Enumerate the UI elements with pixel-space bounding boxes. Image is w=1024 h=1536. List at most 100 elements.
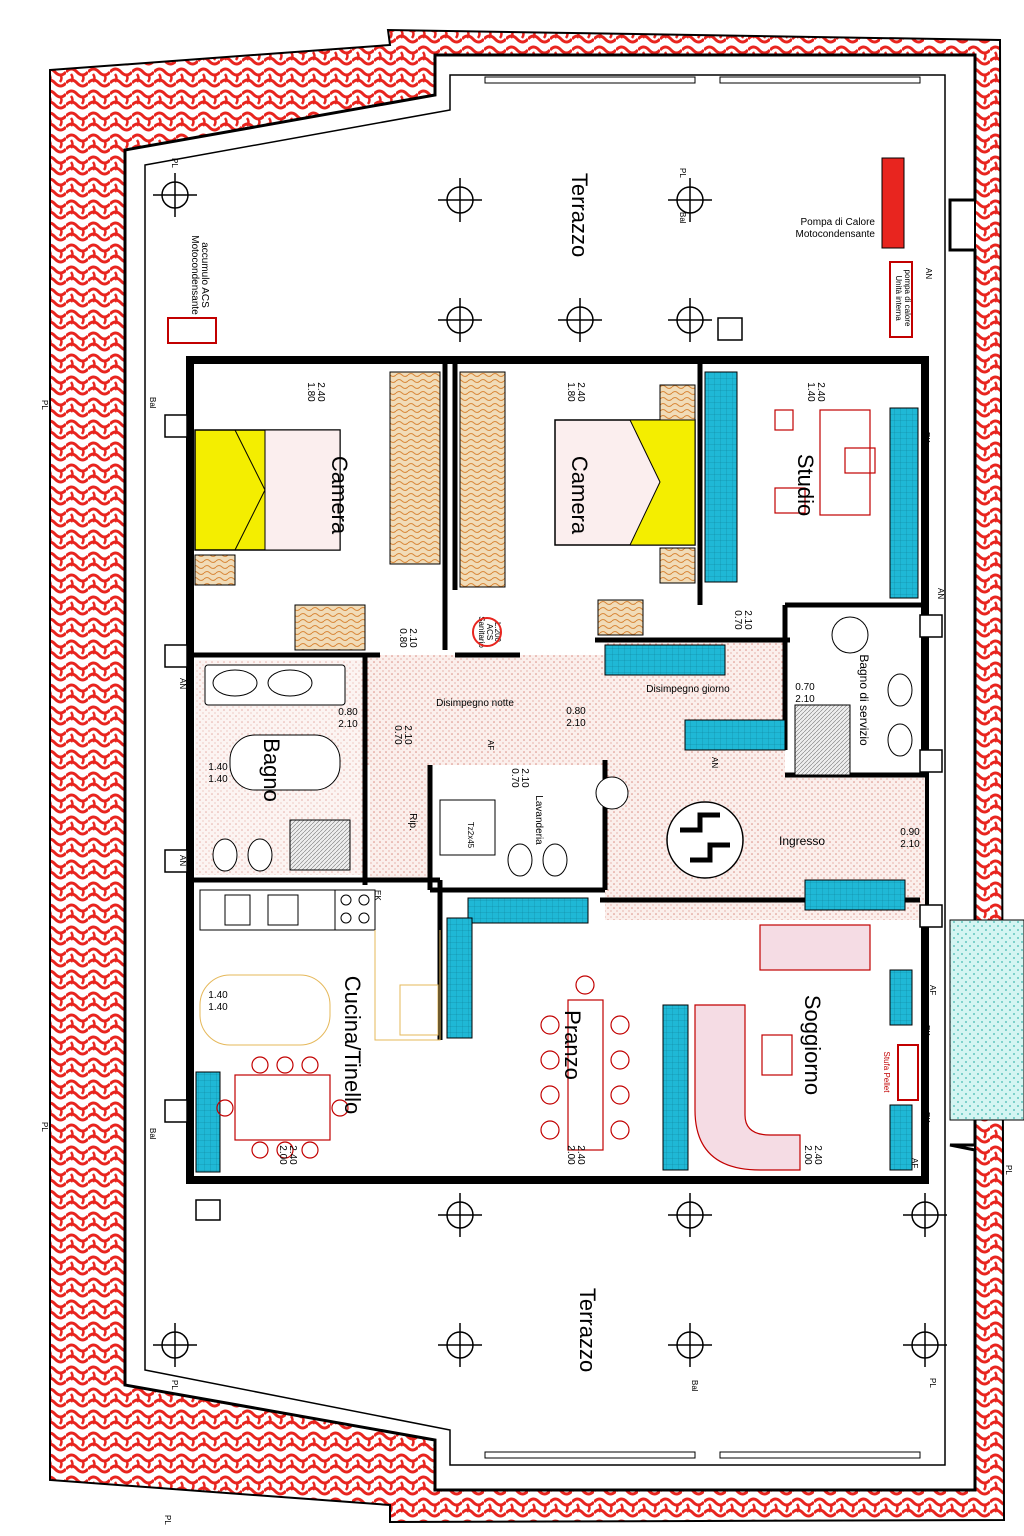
unita-label-2: pompa di calore: [903, 270, 912, 327]
studio-desk: [774, 409, 876, 516]
dining-tables: [216, 975, 630, 1159]
sanitario-label-3: L.200: [493, 622, 502, 643]
marker-an-3: AN: [924, 268, 933, 279]
dim-bagno-b: 1.40: [208, 774, 228, 785]
soggiorno-label: Soggiorno: [800, 995, 825, 1095]
fuel-label: Tz2x45: [466, 822, 475, 849]
dim-door-bagno-a: 0.80: [338, 707, 358, 718]
marker-an-4: AN: [936, 588, 945, 599]
rip-floor: [370, 765, 430, 880]
terrazzo-bottom-label: Terrazzo: [575, 1288, 600, 1372]
dim-door-ingr-a: 0.90: [900, 827, 920, 838]
pranzo-label: Pranzo: [560, 1010, 585, 1080]
sofas: [694, 924, 871, 1171]
dim-sogg-b: 2.40: [812, 1145, 823, 1165]
dim-door-ingr-b: 2.10: [900, 839, 920, 850]
marker-pl-6: PL: [928, 1378, 937, 1388]
marker-pl-2: PL: [678, 168, 687, 178]
dim-cam-right-b: 2.40: [575, 382, 586, 402]
stair-icon: [666, 801, 744, 879]
bagno-label: Bagno: [259, 738, 284, 802]
dim-door-rip-b: 2.10: [402, 725, 413, 745]
pompa-label-1: Pompa di Calore: [801, 217, 876, 228]
dim-pranzo-a: 2.00: [565, 1145, 576, 1165]
dim-door-lav-a: 0.70: [509, 768, 520, 788]
green-area: [949, 919, 1024, 1121]
marker-af-2: AF: [486, 740, 495, 750]
bed-right: [554, 384, 696, 584]
dim-door-cam1-b: 2.10: [407, 628, 418, 648]
dim-cam-left-a: 1.80: [305, 382, 316, 402]
disimpegno-floor: [365, 655, 605, 765]
dim-cucina-a: 1.40: [208, 990, 228, 1001]
lavanderia-label: Lavanderia: [533, 795, 544, 845]
top-terrace-windows: [484, 76, 921, 1459]
wall-boxes: [164, 317, 943, 1221]
dim-door-lav-b: 2.10: [519, 768, 530, 788]
dim-cam-right-a: 1.80: [565, 382, 576, 402]
marker-an-5: AN: [710, 757, 719, 768]
dim-door-serv-b: 2.10: [795, 694, 815, 705]
marker-an-2: AN: [178, 855, 187, 866]
opening-labels: 1.80 2.40 1.80 2.40 1.40 2.40 1.40 1.40 …: [208, 382, 920, 1165]
marker-af-1: AF: [928, 985, 937, 995]
sanitario-label-1: Sanitario: [477, 616, 486, 648]
dim-door-studio-a: 0.70: [732, 610, 743, 630]
rip-label: Rip.: [407, 813, 418, 831]
giorno-floor: [605, 640, 785, 920]
unita-label-1: Unità interna: [894, 275, 903, 321]
wardrobe-right: [459, 371, 506, 588]
marker-an-1: AN: [178, 678, 187, 689]
marker-pl-5: PL: [170, 1380, 179, 1390]
marker-bal-4: Bal: [690, 1380, 699, 1392]
marker-ek-4: EK: [922, 1112, 931, 1123]
dim-door-bagno-b: 2.10: [338, 719, 358, 730]
dim-sogg-a: 2.00: [802, 1145, 813, 1165]
bathroom-fixtures: [204, 616, 913, 877]
dim-door-cam1-a: 0.80: [397, 628, 408, 648]
marker-af-3: AF: [910, 1158, 919, 1168]
marker-pl-8: PL: [1004, 1165, 1013, 1175]
room-labels: Terrazzo Terrazzo Camera Camera Studio B…: [259, 173, 871, 1372]
stufa-label: Stufa Pellet: [882, 1052, 891, 1094]
desk-right: [597, 599, 644, 636]
marker-ek-2: EK: [373, 890, 382, 901]
kitchen: [199, 889, 441, 1046]
dim-door-giorno-b: 2.10: [566, 718, 586, 729]
marker-labels: PL PL PL PL PL PL PL PL Bal Bal Bal Bal …: [40, 158, 1013, 1525]
bed-left: [194, 429, 341, 586]
equipment-labels: Pompa di Calore Motocondensante Motocond…: [189, 217, 912, 1093]
marker-bal-2: Bal: [148, 397, 157, 409]
stufa-pellet: [897, 1044, 919, 1101]
heat-pump: [167, 157, 913, 344]
marker-pl-3: PL: [40, 400, 49, 410]
marker-pl-4: PL: [40, 1122, 49, 1132]
marker-ek-3: EK: [922, 1025, 931, 1036]
dim-cam-left-b: 2.40: [315, 382, 326, 402]
dim-studio-a: 1.40: [805, 382, 816, 402]
dim-bagno-a: 1.40: [208, 762, 228, 773]
marker-bal-3: Bal: [148, 1128, 157, 1140]
disimpegno-giorno-label: Disimpegno giorno: [646, 684, 730, 695]
desk-left: [294, 604, 366, 651]
moto-left-label-1: Motocondensante: [189, 235, 200, 315]
dim-door-serv-a: 0.70: [795, 682, 815, 693]
marker-pl-1: PL: [170, 158, 179, 168]
blue-furniture: [195, 371, 919, 1173]
ingresso-label: Ingresso: [779, 834, 825, 848]
dim-cucina-bot-b: 2.40: [287, 1145, 298, 1165]
dim-pranzo-b: 2.40: [575, 1145, 586, 1165]
camera-right-label: Camera: [567, 456, 592, 535]
dim-door-giorno-a: 0.80: [566, 706, 586, 717]
light-fixtures: [153, 173, 947, 1367]
sanitario-label-2: ACS: [485, 624, 494, 640]
moto-left-label-2: accumulo ACS: [199, 242, 210, 308]
marker-bal-1: Bal: [678, 212, 687, 224]
camera-left-label: Camera: [327, 456, 352, 535]
dim-door-studio-b: 2.10: [742, 610, 753, 630]
marker-ek-1: EK: [922, 432, 931, 443]
cucina-label: Cucina/Tinello: [340, 976, 365, 1115]
wardrobe-left: [389, 371, 441, 565]
dim-studio-b: 2.40: [815, 382, 826, 402]
